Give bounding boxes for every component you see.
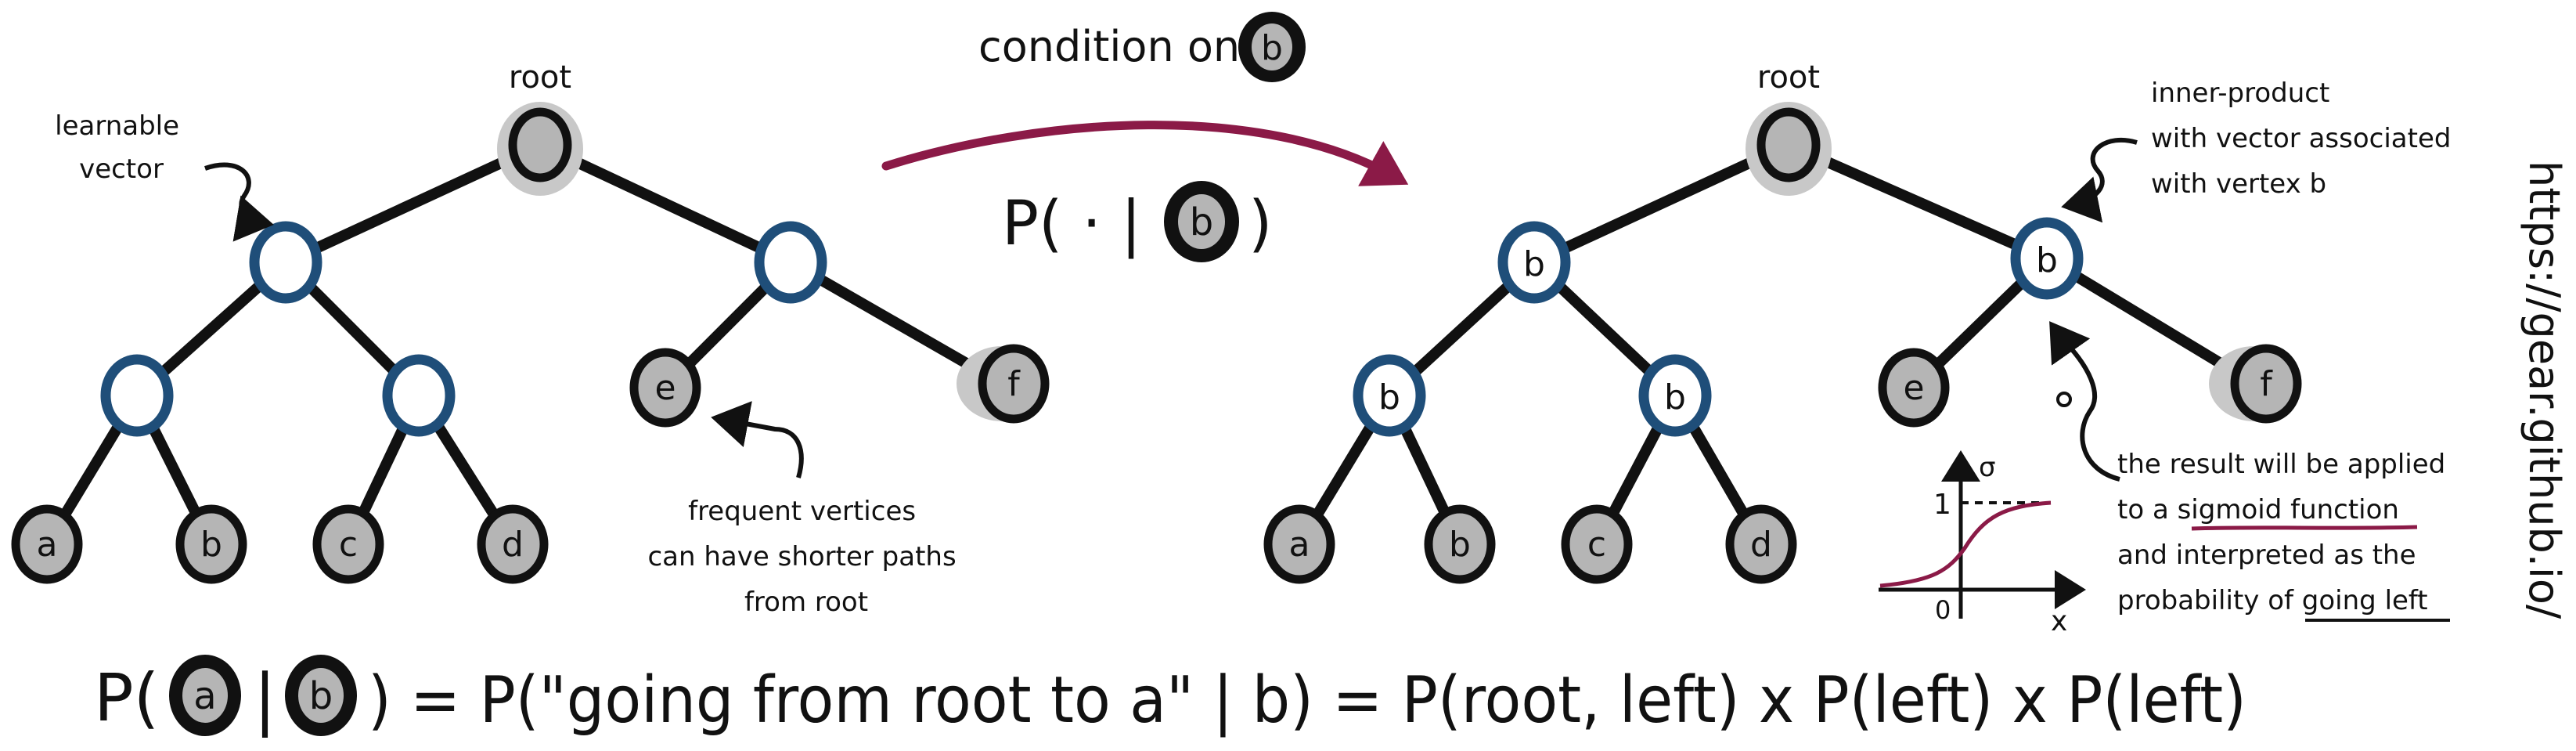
annotation-line: inner-product <box>2151 78 2329 109</box>
sigmoid-x-label: x <box>2051 605 2067 637</box>
edge <box>280 139 546 268</box>
left-tree: root a b c d e f <box>11 60 1050 618</box>
right-leaf-a: a <box>1263 504 1335 584</box>
leaf-label: e <box>1903 368 1924 408</box>
leaf-label: d <box>502 525 524 565</box>
right-inner-node: b <box>2010 217 2084 300</box>
condition-node-label: b <box>1261 28 1283 68</box>
right-leaf-e: e <box>1878 348 1950 428</box>
left-leaf-b: b <box>175 504 247 584</box>
leaf-label: e <box>654 368 676 408</box>
sigmoid-y-tick: 1 <box>1933 489 1951 521</box>
leaf-label: d <box>1750 525 1772 565</box>
annotation-line: vector <box>79 153 164 185</box>
left-root-label: root <box>509 60 571 96</box>
result-line-2: to a sigmoid function <box>2117 494 2399 525</box>
edge <box>535 139 796 268</box>
prob-node-b: b <box>1164 181 1239 262</box>
leaf-label: b <box>200 525 222 565</box>
leaf-label: c <box>1587 525 1606 565</box>
right-inner-node: b <box>1353 354 1426 437</box>
annotation-inner-product: inner-product with vector associated wit… <box>2151 78 2459 200</box>
annotation-learnable: learnable vector <box>55 110 188 185</box>
right-root-label: root <box>1757 60 1820 96</box>
edge <box>1783 139 2052 264</box>
condition-node-b: b <box>1238 12 1306 82</box>
condition-arrow <box>881 121 1409 186</box>
right-inner-node: b <box>1497 221 1571 304</box>
left-leaf-c: c <box>312 504 384 584</box>
left-leaf-f: f <box>957 344 1050 424</box>
left-inner-node <box>249 221 322 304</box>
arrow-result <box>2049 321 2120 482</box>
inner-node-label: b <box>1378 377 1400 417</box>
inner-node-label: b <box>1523 244 1545 284</box>
condition-text: condition on <box>978 22 1240 71</box>
prob-node-label: b <box>1190 200 1213 244</box>
left-inner-node <box>382 354 456 437</box>
inner-node-label: b <box>2036 240 2058 280</box>
annotation-line: with vector associated <box>2151 123 2451 154</box>
annotation-result: the result will be applied to a sigmoid … <box>2117 449 2450 622</box>
right-leaf-d: d <box>1725 504 1797 584</box>
sigmoid-underline <box>2191 525 2418 531</box>
inner-node-label: b <box>1664 377 1686 417</box>
left-inner-node <box>754 221 827 304</box>
formula-rest: ) = P("going from root to a" | b) = P(ro… <box>368 663 2246 738</box>
formula-p1: P( <box>94 659 159 736</box>
formula-node-a-label: a <box>193 674 216 718</box>
leaf-label: a <box>1289 525 1310 565</box>
sigmoid-x-tick: 0 <box>1935 595 1951 625</box>
arrow-result-dot <box>2056 392 2072 407</box>
leaf-label: f <box>2260 364 2273 404</box>
prob-prefix: P( · | <box>1002 189 1141 259</box>
edge <box>1529 139 1794 268</box>
result-line-1: the result will be applied <box>2117 449 2445 480</box>
right-inner-node: b <box>1638 354 1712 437</box>
annotation-line: can have shorter paths <box>647 541 956 572</box>
sigmoid-y-label: σ <box>1979 452 1996 483</box>
left-leaf-e: e <box>629 348 701 428</box>
right-leaf-b: b <box>1424 504 1496 584</box>
url-text: https://gear.github.io/ <box>2520 161 2569 619</box>
formula-node-a: a <box>169 655 241 736</box>
formula-node-b: b <box>285 655 357 736</box>
prob-suffix: ) <box>1248 189 1272 259</box>
result-line-4: probability of going left <box>2117 585 2428 616</box>
leaf-label: f <box>1007 364 1021 404</box>
left-leaf-a: a <box>11 504 83 584</box>
left-inner-node <box>100 354 174 437</box>
right-leaf-f: f <box>2209 344 2302 424</box>
annotation-line: learnable <box>55 110 179 142</box>
left-root-node <box>497 102 583 196</box>
right-tree-edges <box>1294 139 2260 550</box>
sigmoid-plot: σ 1 0 x <box>1879 450 2086 637</box>
sigmoid-curve <box>1879 500 2052 588</box>
leaf-label: a <box>37 525 58 565</box>
annotation-line: frequent vertices <box>688 496 916 527</box>
arrow-learnable <box>204 162 274 242</box>
right-tree: root b b b b a b c <box>1263 60 2459 637</box>
right-leaf-c: c <box>1561 504 1633 584</box>
right-root-node <box>1746 102 1832 196</box>
arrow-frequent <box>711 401 804 478</box>
left-leaf-d: d <box>477 504 549 584</box>
left-tree-edges <box>41 139 1007 550</box>
formula-bar: | <box>254 660 276 738</box>
arrow-inner-product <box>2061 137 2138 223</box>
leaf-label: b <box>1449 525 1471 565</box>
formula: P( a | b ) = P("going from root to a" | … <box>94 655 2246 738</box>
formula-node-b-label: b <box>309 674 333 718</box>
result-line-3: and interpreted as the <box>2117 540 2416 571</box>
annotation-frequent: frequent vertices can have shorter paths… <box>647 496 964 618</box>
middle-section: condition on b P( · | b ) <box>881 12 1409 262</box>
annotation-line: from root <box>744 587 868 618</box>
leaf-label: c <box>339 525 358 565</box>
annotation-line: with vertex b <box>2151 168 2326 200</box>
